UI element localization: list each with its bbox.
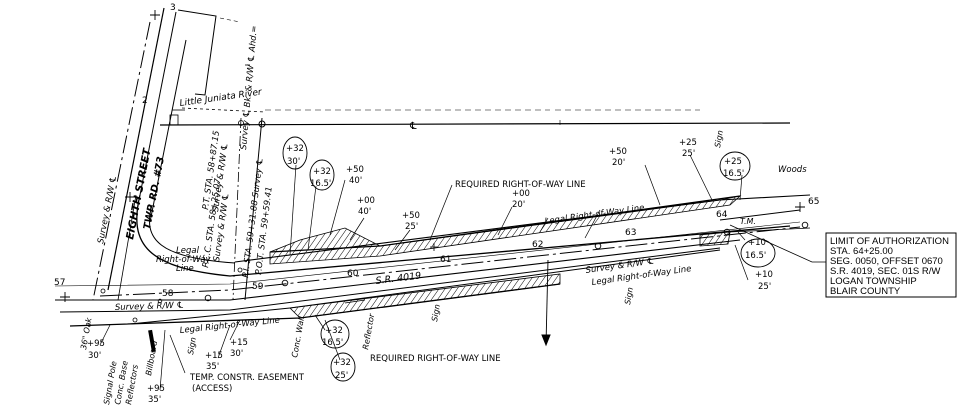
- hatched-areas: [269, 195, 742, 319]
- offset-mid-00-20-a: +00: [512, 189, 530, 199]
- offset-top-25-165-b: 16.5': [723, 169, 744, 179]
- tm-label: T.M.: [740, 217, 756, 226]
- offset-top-32-165-b: 16.5': [310, 179, 331, 189]
- offset-bot-95-30-a: +95: [87, 339, 105, 349]
- offset-mid-00-20-b: 20': [512, 200, 525, 210]
- legal-row-left-label-2: Right-of-Way: [156, 255, 212, 265]
- station-63: 63: [625, 228, 636, 238]
- offset-top-50-25-a: +50: [402, 211, 420, 221]
- offset-top-50-40-a: +50: [346, 165, 364, 175]
- number-2-label: 2: [142, 96, 148, 106]
- auth-line-6: BLAIR COUNTY: [830, 286, 901, 297]
- auth-line-2: STA. 64+25.00: [830, 246, 893, 257]
- offset-right-10-25-b: 25': [758, 282, 771, 292]
- number-3-label: 3: [170, 3, 176, 13]
- legal-row-left-label-3: Line: [176, 264, 194, 274]
- offset-bot-32-25-b: 25': [335, 371, 348, 381]
- survey-rw-lower-label: Survey & R/W ℄: [115, 301, 184, 313]
- billboard-icon: [148, 329, 156, 353]
- offset-bot-95-35-a: +95: [147, 384, 165, 394]
- offset-top-50-20-a: +50: [609, 147, 627, 157]
- offset-bot-32-25-a: +32: [333, 358, 351, 368]
- offset-bot-32-165-b: 16.5': [322, 338, 343, 348]
- centerline-mark: ℄: [409, 121, 417, 132]
- authorization-box: LIMIT OF AUTHORIZATION STA. 64+25.00 SEG…: [825, 232, 957, 298]
- auth-line-3: SEG. 0050, OFFSET 0670: [830, 256, 943, 267]
- offset-top-50-20-b: 20': [612, 158, 625, 168]
- offset-top-32-30-b: 30': [287, 157, 300, 167]
- conc-wall-label: Conc. Wall: [290, 315, 306, 359]
- leader-lines: [99, 154, 749, 391]
- station-57: 57: [54, 278, 65, 288]
- offset-labels: +32 30' +32 16.5' +50 40' +00 40' +50 25…: [87, 138, 773, 405]
- reflector-label: Reflector: [361, 312, 376, 350]
- easement-label: TEMP. CONSTR. EASEMENT: [189, 373, 305, 383]
- sign-mid-label: Sign: [430, 304, 442, 323]
- station-65: 65: [808, 197, 819, 207]
- offset-bot-95-30-b: 30': [88, 351, 101, 361]
- legal-row-left-label-1: Legal: [176, 246, 200, 256]
- auth-line-5: LOGAN TOWNSHIP: [830, 276, 917, 287]
- station-62: 62: [532, 240, 543, 250]
- required-row-bottom-label: REQUIRED RIGHT-OF-WAY LINE: [370, 354, 501, 364]
- woods-label: Woods: [778, 165, 807, 175]
- offset-bot-32-165-a: +32: [325, 326, 343, 336]
- offset-top-25-165-a: +25: [724, 157, 742, 167]
- offset-right-10-25-a: +10: [755, 270, 773, 280]
- station-markers: [60, 10, 826, 347]
- offset-bot-95-35-b: 35': [148, 395, 161, 405]
- eighth-street-corridor: [92, 7, 241, 301]
- sign-left-label: Sign: [186, 337, 198, 356]
- offset-top-25-25-a: +25: [679, 138, 697, 148]
- offset-callout-circles: [282, 136, 776, 382]
- offset-top-00-40-b: 40': [358, 207, 371, 217]
- offset-bot-15-35-b: 35': [206, 362, 219, 372]
- offset-bot-15-30-a: +15: [230, 338, 248, 348]
- offset-bot-15-30-b: 30': [230, 349, 243, 359]
- survey-rw-label-left: Survey & R/W ℄: [96, 175, 119, 245]
- offset-top-32-165-a: +32: [313, 167, 331, 177]
- station-58: 58: [162, 289, 174, 299]
- required-row-top-label: REQUIRED RIGHT-OF-WAY LINE: [455, 180, 586, 190]
- offset-top-50-40-b: 40': [349, 176, 362, 186]
- offset-right-10-165-b: 16.5': [745, 251, 766, 261]
- offset-bot-15-35-a: +15: [205, 351, 223, 361]
- sign-right-label: Sign: [623, 287, 635, 306]
- offset-top-50-25-b: 25': [405, 222, 418, 232]
- offset-top-25-25-b: 25': [682, 149, 695, 159]
- sign-top-label: Sign: [713, 130, 725, 149]
- survey-vertical-lines: [232, 117, 266, 301]
- offset-right-10-165-a: +10: [748, 238, 766, 248]
- station-60: 60: [347, 269, 359, 279]
- offset-top-32-30-a: +32: [286, 144, 304, 154]
- station-59: 59: [252, 282, 264, 292]
- station-61: 61: [440, 255, 451, 265]
- legal-row-bottom-label: Legal Right-of-Way Line: [179, 316, 280, 336]
- easement-sub-label: (ACCESS): [192, 384, 232, 394]
- offset-top-00-40-a: +00: [357, 196, 375, 206]
- auth-line-4: S.R. 4019, SEC. 01S R/W: [830, 266, 940, 277]
- auth-line-1: LIMIT OF AUTHORIZATION: [830, 236, 949, 247]
- station-64: 64: [716, 210, 728, 220]
